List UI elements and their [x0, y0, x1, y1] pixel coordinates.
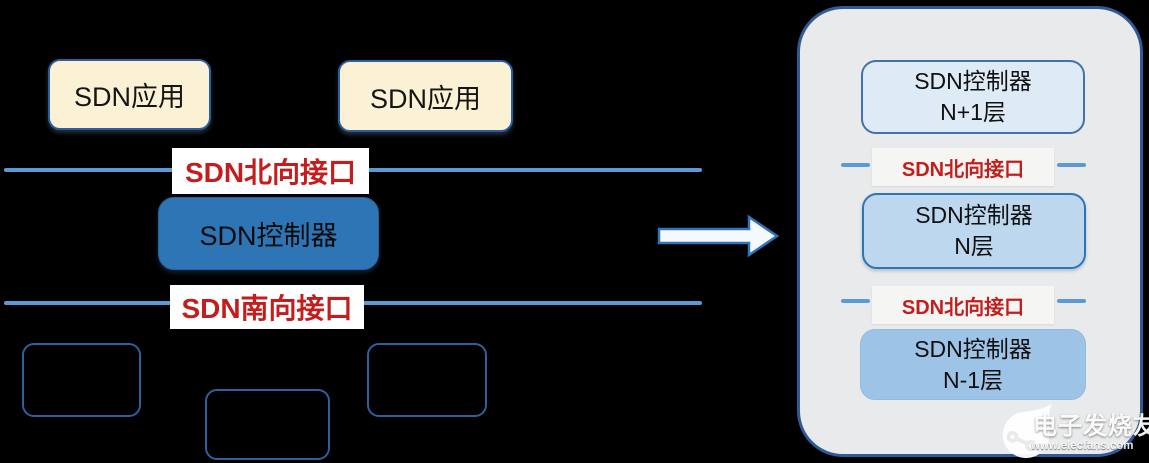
layer-title-line1: SDN控制器 — [914, 68, 1032, 94]
southbound-interface-text: SDN南向接口 — [181, 293, 353, 324]
elecfans-logo-icon — [1002, 403, 1053, 459]
layer-title-line2: N层 — [954, 233, 994, 259]
controller-layer-n-minus-1: SDN控制器 N-1层 — [860, 329, 1086, 400]
separator-text: SDN北向接口 — [901, 158, 1025, 181]
controller-layer-n-plus-1: SDN控制器 N+1层 — [861, 60, 1085, 134]
sdn-app-box-1: SDN应用 — [48, 59, 211, 130]
northbound-interface-separator-2: SDN北向接口 — [872, 286, 1054, 324]
layer-title-line1: SDN控制器 — [914, 335, 1032, 362]
dash-icon — [1057, 163, 1086, 167]
network-device-box-3 — [367, 343, 487, 417]
dash-icon — [841, 299, 870, 303]
sdn-controller-box: SDN控制器 — [158, 197, 379, 270]
layer-title-line1: SDN控制器 — [915, 202, 1033, 228]
sdn-app-label: SDN应用 — [73, 82, 185, 112]
dash-icon — [1057, 299, 1086, 303]
right-arrow-icon — [656, 214, 782, 258]
watermark-brand: 电子发烧友 — [1033, 413, 1149, 440]
controller-layer-n: SDN控制器 N层 — [862, 193, 1086, 269]
separator-text: SDN北向接口 — [901, 296, 1025, 319]
network-device-box-1 — [22, 343, 141, 417]
sdn-controller-label: SDN控制器 — [199, 221, 338, 251]
layer-title-line2: N-1层 — [942, 366, 1004, 393]
watermark-url: www.elecfans.com — [1031, 440, 1134, 452]
hierarchical-controllers-panel: SDN控制器 N+1层 SDN北向接口 SDN控制器 N层 SDN北向接口 SD… — [797, 6, 1143, 457]
northbound-interface-text: SDN北向接口 — [184, 157, 357, 188]
northbound-interface-label: SDN北向接口 — [172, 148, 369, 194]
northbound-interface-separator-1: SDN北向接口 — [872, 148, 1054, 186]
network-device-box-2 — [205, 389, 330, 460]
layer-title-line2: N+1层 — [940, 99, 1006, 125]
southbound-interface-label: SDN南向接口 — [170, 285, 364, 329]
sdn-app-label: SDN应用 — [369, 83, 481, 114]
elecfans-watermark: 电子发烧友 www.elecfans.com — [998, 398, 1149, 460]
dash-icon — [841, 163, 870, 167]
sdn-app-box-2: SDN应用 — [338, 60, 513, 132]
